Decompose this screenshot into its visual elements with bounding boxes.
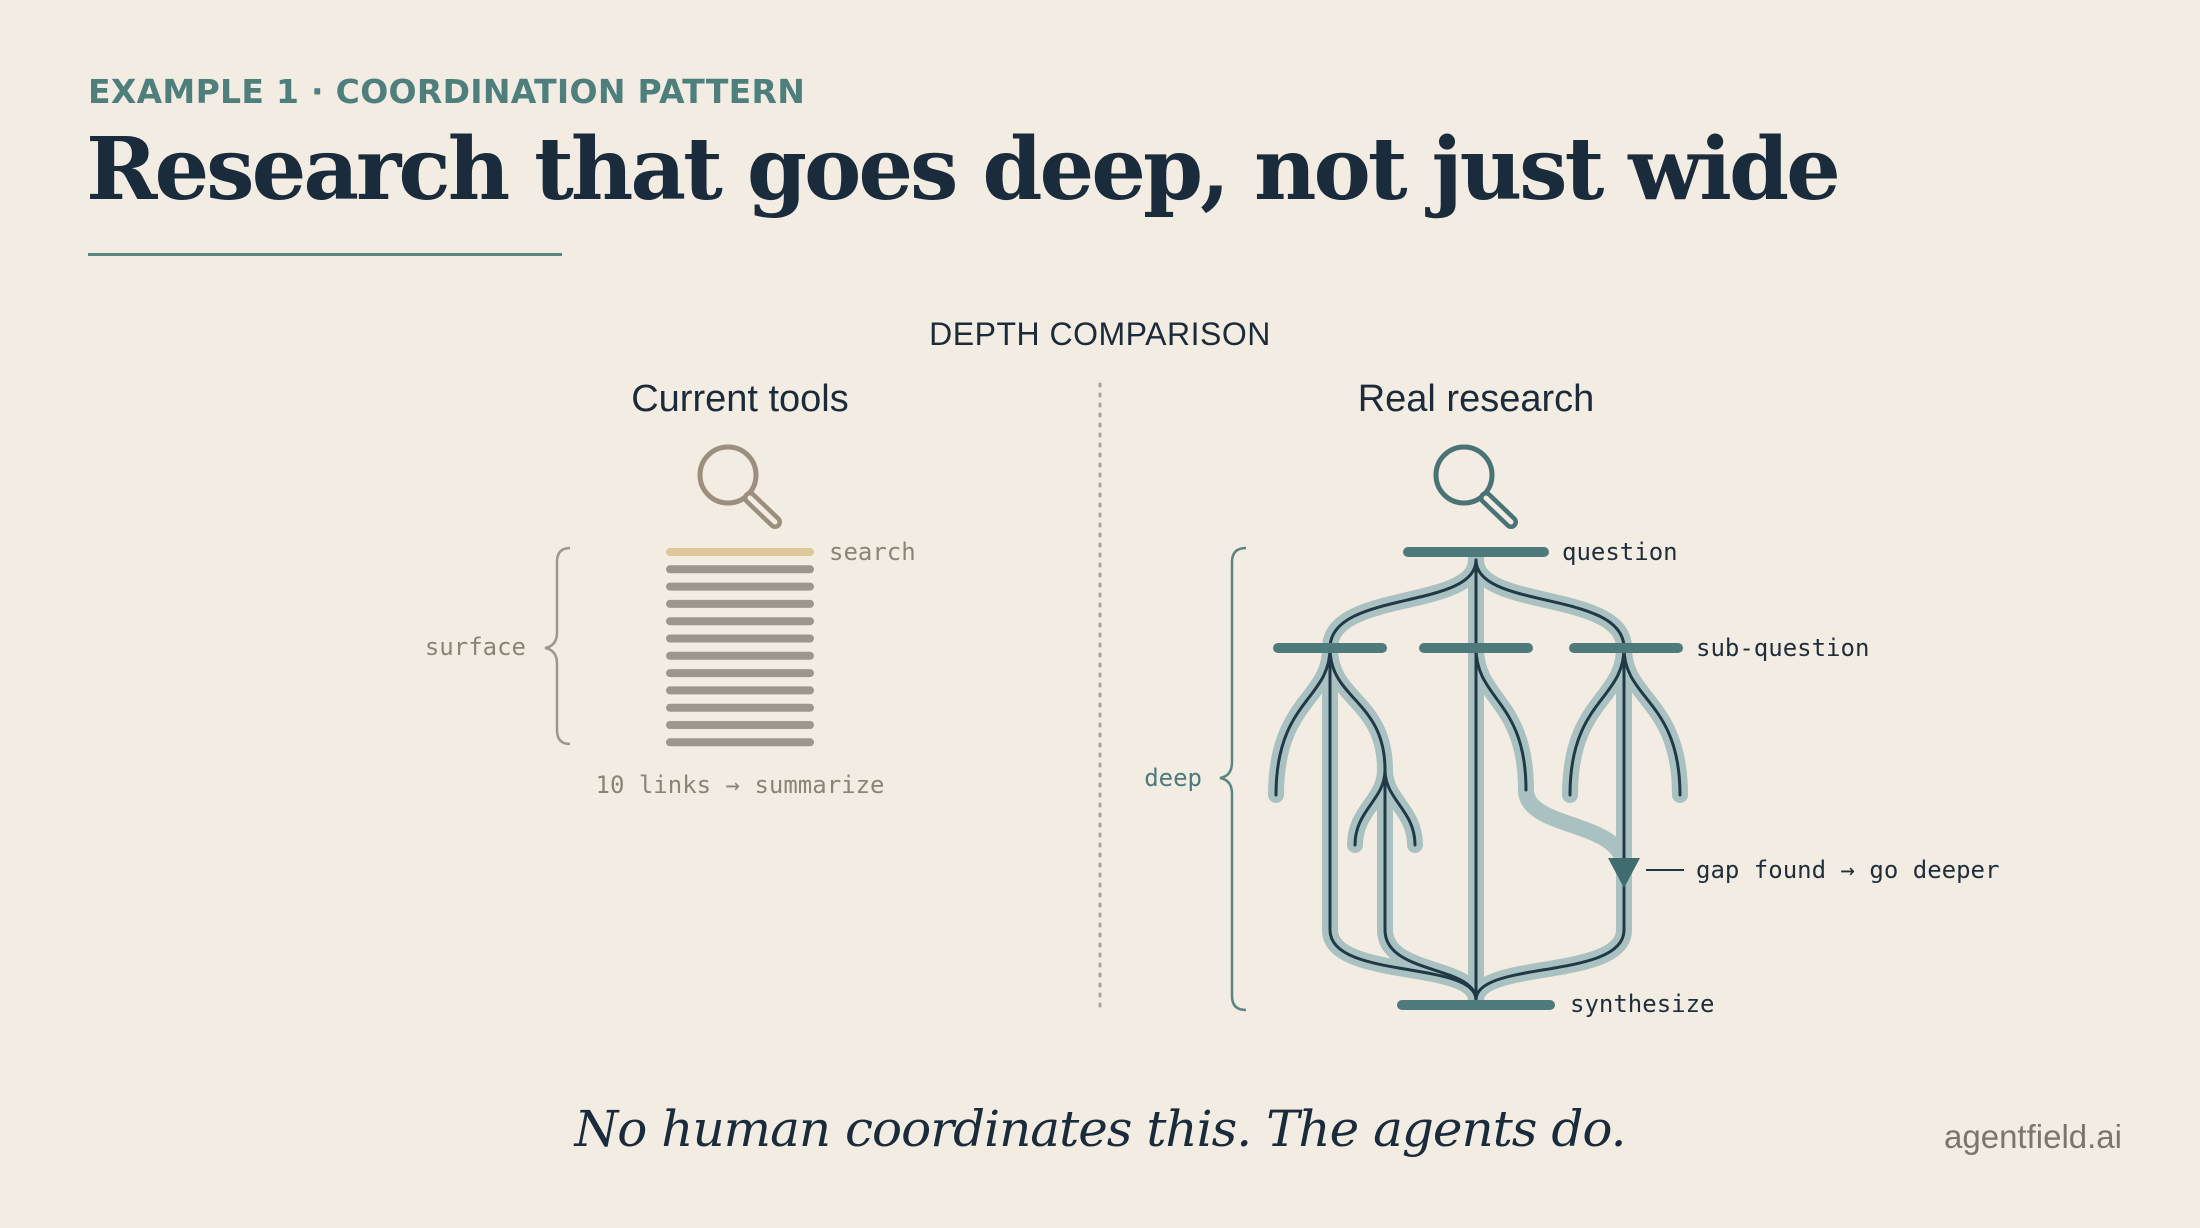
synthesize-label: synthesize xyxy=(1570,990,1715,1018)
section-label: DEPTH COMPARISON xyxy=(929,316,1271,352)
page-title: Research that goes deep, not just wide xyxy=(86,119,1841,220)
left-column-title: Current tools xyxy=(631,378,849,420)
research-tree xyxy=(1268,552,1688,1008)
deep-brace xyxy=(1219,546,1247,1012)
surface-brace xyxy=(544,546,571,746)
magnifier-icon xyxy=(697,444,782,529)
title-underline xyxy=(88,253,562,256)
right-column-title: Real research xyxy=(1357,378,1595,420)
tagline: No human coordinates this. The agents do… xyxy=(574,1100,1627,1158)
gap-found-label: gap found → go deeper xyxy=(1696,856,1999,884)
subquestion-label: sub-question xyxy=(1696,634,1869,662)
brand-logo-text: agentfield.ai xyxy=(1944,1118,2122,1155)
deep-label: deep xyxy=(1144,764,1202,792)
surface-label: surface xyxy=(425,633,526,661)
search-label: search xyxy=(829,538,916,566)
search-results-stack xyxy=(666,548,814,747)
magnifier-icon xyxy=(1433,444,1518,529)
question-label: question xyxy=(1562,538,1678,566)
gap-marker-icon xyxy=(1608,858,1640,888)
eyebrow-label: EXAMPLE 1 · COORDINATION PATTERN xyxy=(88,72,806,111)
links-summarize-label: 10 links → summarize xyxy=(596,771,885,799)
